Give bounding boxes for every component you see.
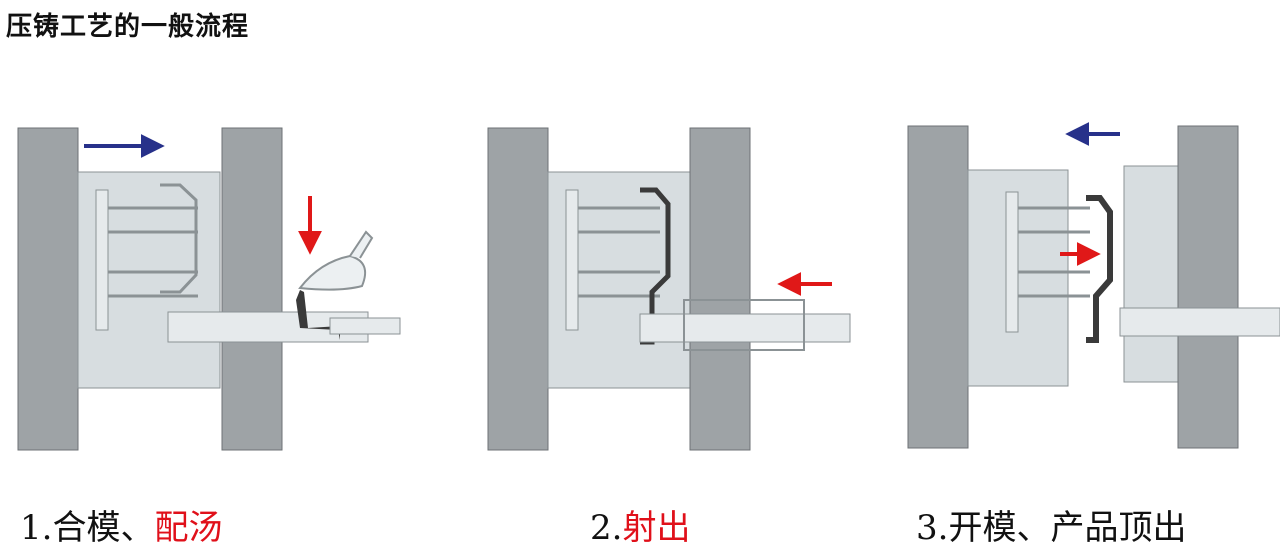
ladle-handle [349,230,374,259]
fixed-platen [1177,125,1239,449]
step-3-text: 开模、产品顶出 [948,508,1187,548]
step-1-number: 1 [20,508,42,548]
plunger-rod [329,317,401,335]
step-1-highlight: 配汤 [154,508,223,548]
panel-3-open-eject [907,122,1280,449]
step-2-caption: 2.射出 [590,508,691,548]
die-casting-diagram [17,122,1280,451]
ejector-plate [1005,191,1019,333]
moving-platen [17,127,79,451]
ejector-plate [565,189,579,331]
fixed-platen [221,127,283,451]
step-2-number: 2 [590,508,612,548]
step-1-caption: 1.合模、配汤 [20,508,223,548]
fixed-die [1123,165,1179,383]
fixed-platen [689,127,751,451]
moving-die-cavity [160,183,198,294]
step-2-highlight: 射出 [622,508,691,548]
ladle [298,254,366,291]
moving-platen [487,127,549,451]
molten-metal [170,290,340,340]
ejected-part [1086,195,1113,343]
step-1-text: 合模、 [52,508,155,548]
step-3-number: 3 [916,508,938,548]
panel-2-injection [487,127,851,451]
sleeve-flange [683,299,805,351]
shot-sleeve [639,313,851,343]
ejector-plate [95,189,109,331]
panel-1-mold-close [17,127,401,451]
step-3-caption: 3.开模、产品顶出 [916,508,1187,548]
page-title: 压铸工艺的一般流程 [6,12,250,42]
moving-platen [907,125,969,449]
shot-sleeve [1119,307,1280,337]
